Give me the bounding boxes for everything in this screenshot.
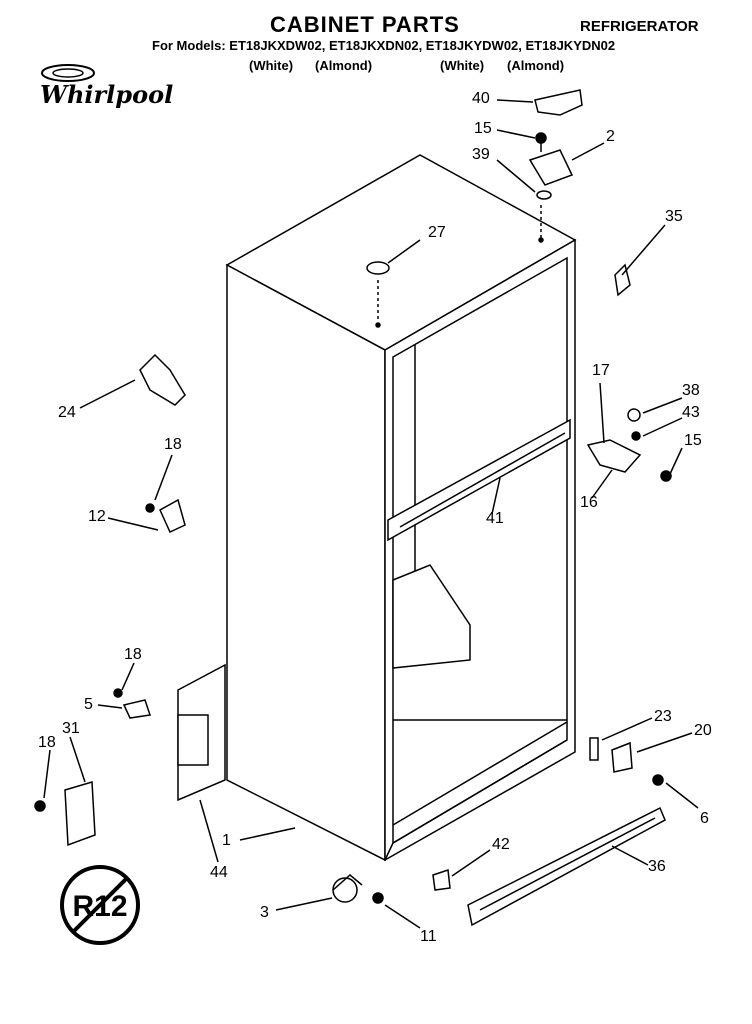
toe-grille-part [467, 806, 666, 927]
roller-part [332, 874, 363, 903]
callout-20: 20 [694, 722, 712, 739]
callout-23: 23 [654, 708, 672, 725]
bracket-part [159, 498, 186, 533]
side-bracket-part [177, 663, 226, 802]
callout-5: 5 [84, 696, 93, 713]
callout-44: 44 [210, 864, 228, 881]
hinge-cover-part [534, 89, 583, 116]
callout-39: 39 [472, 146, 490, 163]
screw-part-11 [372, 892, 384, 904]
screw-part [535, 132, 547, 152]
top-hinge-part [528, 149, 574, 186]
color-label-almond-2: (Almond) [507, 58, 565, 73]
callout-31: 31 [62, 720, 80, 737]
callout-24: 24 [58, 404, 76, 421]
callout-2: 2 [606, 128, 615, 145]
product-type: REFRIGERATOR [580, 18, 699, 35]
cabinet-shell [225, 154, 577, 862]
callout-16: 16 [580, 494, 598, 511]
brand-logo: Whirlpool [40, 80, 174, 109]
callout-41: 41 [486, 510, 504, 527]
leader-lines [43, 99, 699, 929]
bottom-hinge-part [611, 741, 633, 773]
hinge-pin-cap-part [614, 263, 631, 297]
center-hinge-part [586, 439, 642, 473]
spacer-part [536, 190, 552, 200]
callout-18b: 18 [124, 646, 142, 663]
cover-part [64, 781, 96, 847]
r12-badge [60, 865, 140, 945]
callout-3: 3 [260, 904, 269, 921]
callout-38: 38 [682, 382, 700, 399]
callout-17: 17 [592, 362, 610, 379]
callout-15: 15 [474, 120, 492, 137]
color-label-white-1: (White) [249, 58, 294, 73]
color-label-white-2: (White) [440, 58, 485, 73]
color-label-almond-1: (Almond) [315, 58, 373, 73]
callout-15b: 15 [684, 432, 702, 449]
callout-35: 35 [665, 208, 683, 225]
clip-part-42 [432, 868, 451, 891]
page-title: CABINET PARTS [270, 12, 460, 37]
divider-rail [387, 418, 571, 542]
callout-6: 6 [700, 810, 709, 827]
callout-27: 27 [428, 224, 446, 241]
drain-part [139, 353, 186, 406]
callout-11: 11 [420, 928, 437, 945]
callout-43: 43 [682, 404, 700, 421]
model-list: For Models: ET18JKXDW02, ET18JKXDN02, ET… [152, 38, 616, 53]
callout-18: 18 [164, 436, 182, 453]
shim-part [589, 737, 599, 761]
callout-40: 40 [472, 90, 490, 107]
callout-12: 12 [88, 508, 106, 525]
screw-part-18a [145, 503, 155, 513]
callout-1: 1 [222, 832, 231, 849]
callout-36: 36 [648, 858, 666, 875]
callout-18c: 18 [38, 734, 56, 751]
plug-part [366, 261, 390, 328]
callout-42: 42 [492, 836, 510, 853]
r12-badge-text: R12 [72, 890, 127, 923]
clip-part [122, 699, 151, 719]
whirlpool-ring-logo-icon [41, 64, 95, 82]
